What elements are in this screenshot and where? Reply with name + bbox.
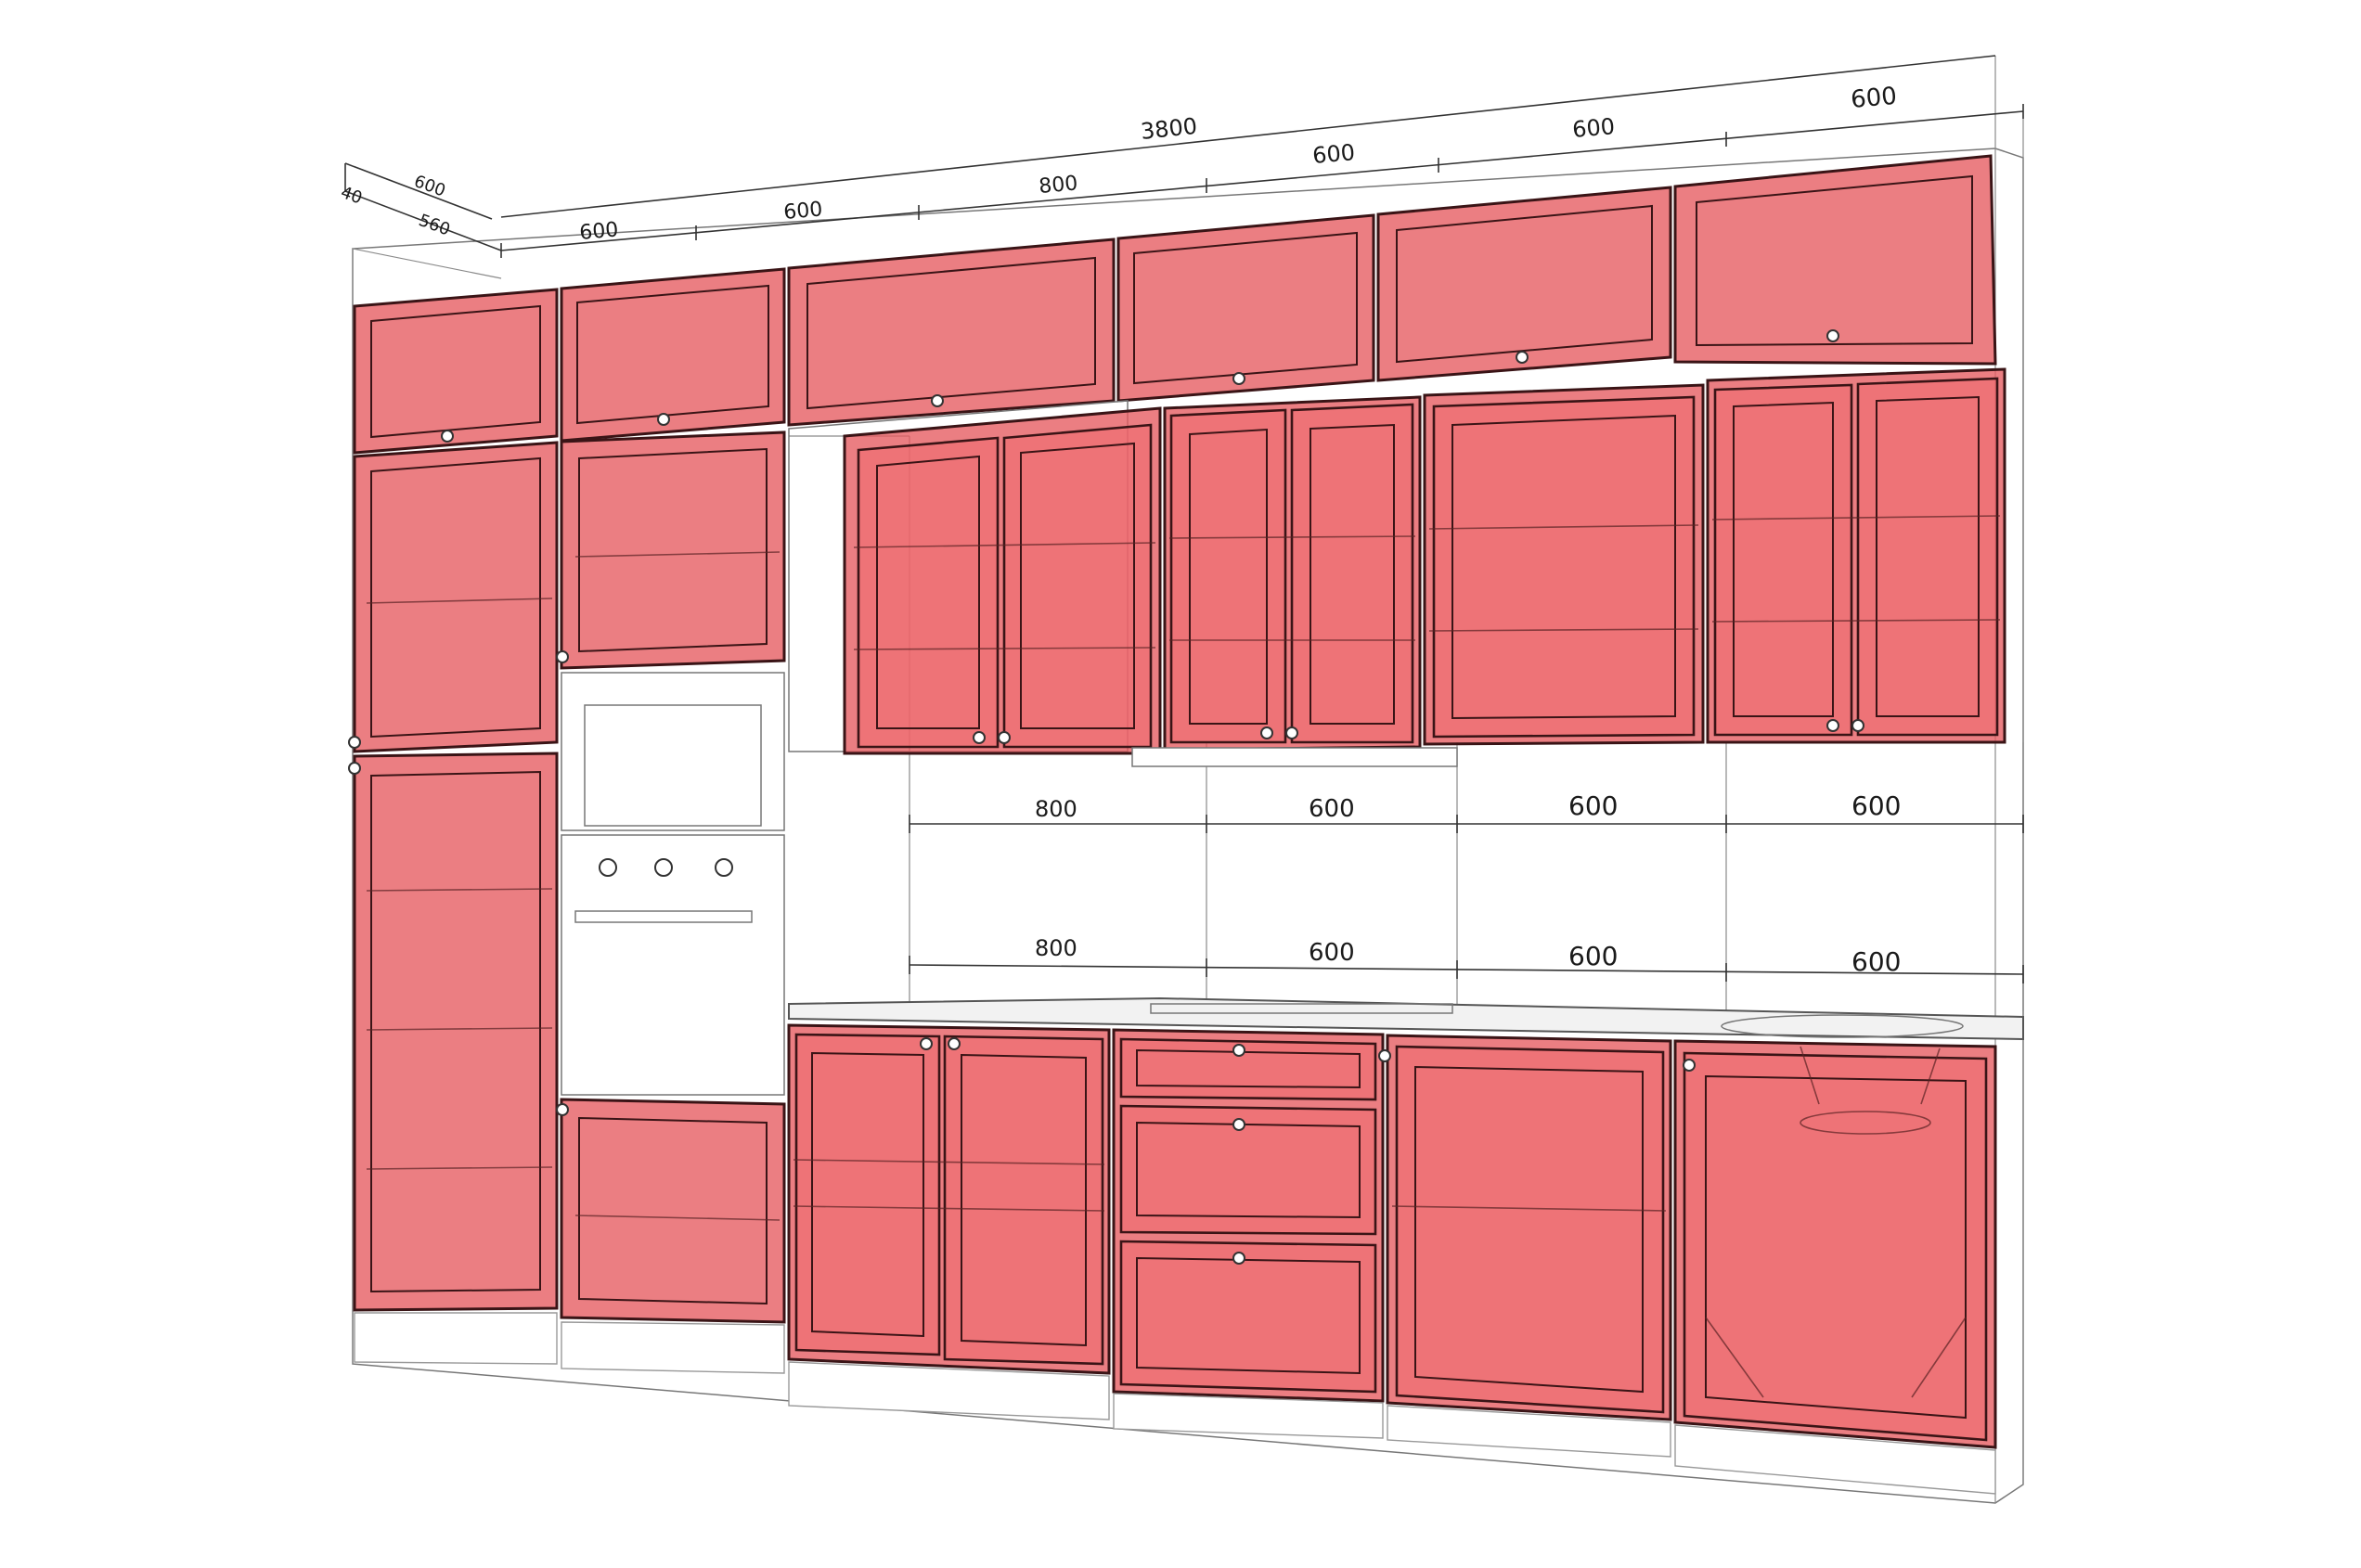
oven-column <box>556 431 786 1374</box>
range-hood <box>1131 747 1458 767</box>
top-dim-5: 600 <box>1571 113 1616 143</box>
drawer-2 <box>1119 1104 1377 1236</box>
knob <box>441 430 454 443</box>
sink <box>1721 1014 1964 1038</box>
oven-handle <box>574 910 753 923</box>
top-cabinet-3 <box>787 238 1116 427</box>
wall-dim-2: 600 <box>1309 795 1355 823</box>
wall-cabinets <box>788 367 2006 767</box>
top-dim-6: 600 <box>1850 83 1898 114</box>
base-dim-2: 600 <box>1309 939 1355 967</box>
hob <box>1150 1003 1453 1014</box>
microwave <box>561 672 785 831</box>
base-dim-1: 800 <box>1035 935 1077 961</box>
oven-knob-1 <box>599 858 617 877</box>
oven-knob-3 <box>715 858 733 877</box>
base-dim-3: 600 <box>1568 941 1618 971</box>
drawer-1 <box>1119 1037 1377 1101</box>
tall-upper-door <box>353 441 559 753</box>
top-dim-1: 600 <box>578 218 619 245</box>
top-cabinet-1 <box>353 288 559 455</box>
countertop <box>788 996 2024 1041</box>
top-cabinet-5 <box>1376 186 1672 382</box>
top-cabinet-6 <box>1673 154 1997 366</box>
depth-total-label: 600 <box>411 172 447 200</box>
dimension-base-row: 800 600 600 600 <box>909 935 2024 983</box>
oven <box>561 834 785 1096</box>
top-dim-3: 800 <box>1038 172 1078 199</box>
overall-width-label: 3800 <box>1140 113 1199 145</box>
base-cabinets <box>787 1023 1997 1495</box>
top-dim-4: 600 <box>1311 139 1356 169</box>
wall-dim-4: 600 <box>1851 790 1901 821</box>
base-dim-4: 600 <box>1851 946 1901 977</box>
carcass-depth-label: 560 <box>416 211 452 239</box>
dimension-top-row: 600 600 800 600 600 600 <box>500 83 2024 258</box>
oven-upper-door <box>560 431 786 670</box>
tall-column <box>348 441 559 1365</box>
dimension-wall-row: 800 600 600 600 <box>909 790 2024 833</box>
top-dim-2: 600 <box>782 198 823 225</box>
drawer-3 <box>1119 1240 1377 1394</box>
top-cabinet-4 <box>1116 213 1375 403</box>
oven-knob-2 <box>654 858 673 877</box>
tall-lower-door <box>353 752 559 1312</box>
dimension-overall: 3800 <box>500 55 1996 218</box>
dimension-depth: 600 40 560 <box>338 162 502 251</box>
wall-dim-1: 800 <box>1035 796 1077 822</box>
overhang-label: 40 <box>338 183 365 209</box>
top-cabinet-2 <box>560 267 786 443</box>
oven-lower-door <box>560 1098 786 1324</box>
wall-dim-3: 600 <box>1568 790 1618 821</box>
top-cabinets <box>353 154 1997 455</box>
